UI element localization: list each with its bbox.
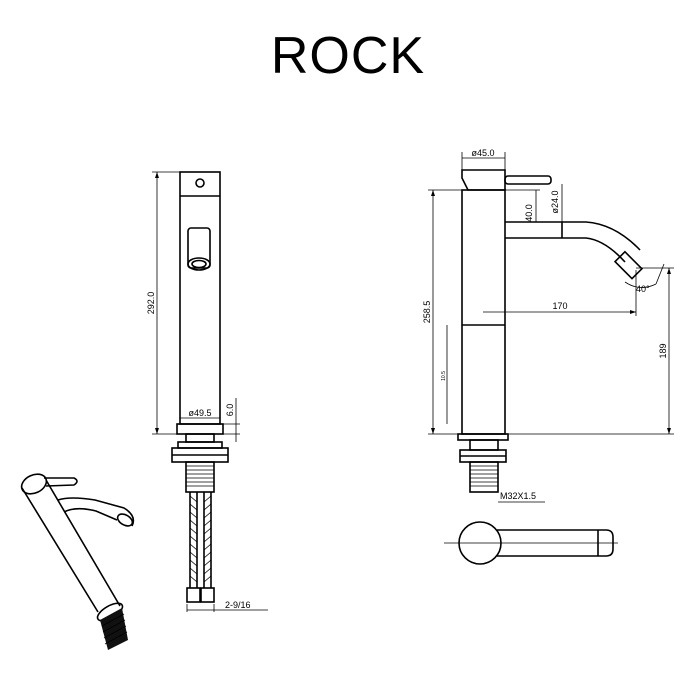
front-aerator-housing [187,227,211,269]
dim-spout-rise [505,189,540,222]
persp-lever [44,477,78,487]
persp-body-left [21,487,99,613]
side-spout-bottom [505,237,626,263]
dim-body-height [428,189,462,435]
front-mount-washer [177,441,223,449]
front-aerator-outlet [187,257,211,271]
label-body-height: 258.5 [422,301,432,324]
label-spout-reach: 170 [552,301,567,311]
persp-spout-bottom [63,507,118,521]
front-lever-hole [195,178,205,188]
front-thread-hatch [186,465,214,487]
side-base-plate [457,433,509,441]
persp-body-right [45,479,121,607]
top-view [444,521,618,565]
front-thread-shank [185,461,215,493]
side-thread-hatch [470,465,498,487]
dim-spout-angle [624,263,665,288]
side-lever [504,175,552,185]
label-base-thickness: 6.0 [225,404,235,417]
label-thread: M32X1.5 [500,491,536,501]
persp-spout-top [57,497,135,527]
persp-thread-lines [101,613,128,645]
front-view: 292.0 ø49.5 6.0 2-9/16 [146,171,268,612]
front-base-plate [176,423,224,435]
top-spout-outline [497,529,614,557]
label-spout-diameter: ø24.0 [550,190,560,213]
front-body [179,171,221,425]
dim-base-thickness [223,398,240,442]
label-total-height: 292.0 [146,292,156,315]
front-hose-left [186,492,201,603]
label-body-diameter: ø45.0 [471,148,494,158]
dim-spout-height [508,267,674,435]
dim-total-height [152,171,180,435]
side-aerator [613,250,644,280]
label-spout-rise: 40.0 [524,204,534,222]
front-hose-right [200,492,215,603]
label-hose-connector: 2-9/16 [225,600,251,610]
label-spout-angle: 40° [636,284,650,294]
front-aerator-inner [191,259,207,269]
persp-top-cap [20,473,48,495]
dim-body-diameter [461,152,506,170]
label-spout-height: 189 [658,343,668,358]
top-body-circle [458,521,502,565]
dim-hose-connector [186,604,268,612]
hose-right-connector [200,587,215,603]
front-mount-nut [185,433,215,443]
side-mount-nut [469,439,499,451]
side-handle-cap [461,169,506,191]
persp-aerator [116,513,134,527]
product-title: ROCK [270,27,426,85]
side-spout-top [505,221,641,251]
perspective-view [20,473,135,650]
label-base-diameter: ø49.5 [188,408,211,418]
hose-left-connector [186,587,201,603]
dim-spout-reach [483,270,637,316]
side-thread-shank [469,461,499,493]
label-inner-mark: 10.5 [441,371,447,381]
persp-mount-thread [100,608,128,650]
side-view: ø45.0 ø24.0 40.0 258.5 10.5 [422,148,674,503]
